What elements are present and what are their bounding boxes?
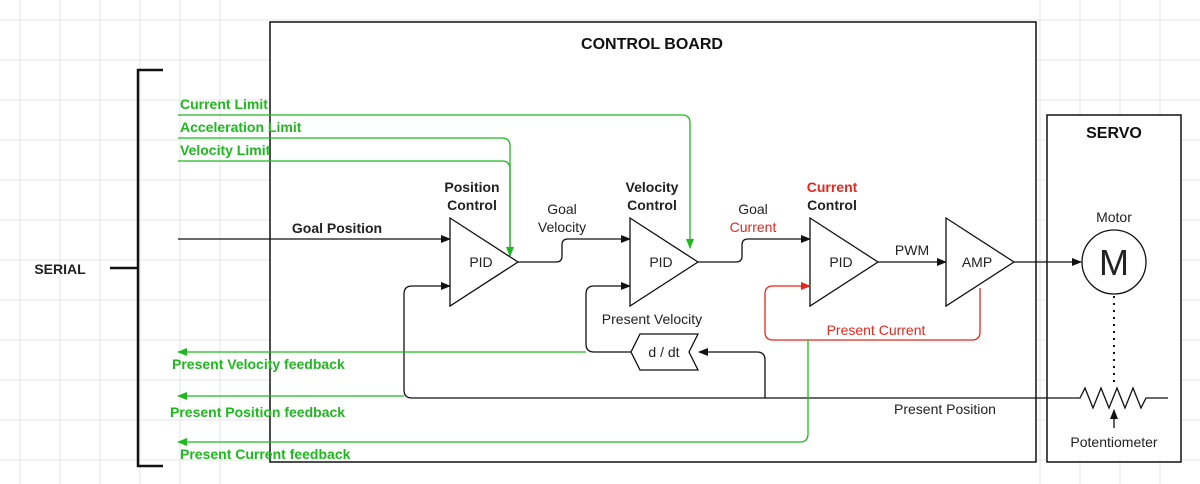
pwm-label: PWM [895,242,929,258]
position-control-title-2: Control [447,197,497,213]
serial-label: SERIAL [34,261,86,277]
velocity-control-title-2: Control [627,197,677,213]
current-control-title-1: Current [807,179,858,195]
present-current-feedback-label: Present Current feedback [180,446,351,462]
current-limit-label: Current Limit [180,96,268,112]
current-control-title-2: Control [807,197,857,213]
present-position-label: Present Position [894,401,996,417]
position-to-derivative-line [698,348,766,398]
velocity-pid-symbol: PID [649,254,672,270]
present-current-loop-line [764,282,981,341]
potentiometer-label: Potentiometer [1070,434,1157,450]
servo-box [1046,114,1182,463]
motor-circle [1081,229,1147,295]
derivative-symbol: d / dt [648,344,679,360]
velocity-limit-label: Velocity Limit [180,142,271,158]
position-control-title-1: Position [444,179,499,195]
servo-title: SERVO [1086,125,1142,142]
position-pid-block [449,216,520,308]
goal-velocity-label-1: Goal [547,201,577,217]
goal-velocity-line [518,235,631,263]
serial-bracket [110,68,163,468]
goal-current-label-1: Goal [738,201,768,217]
position-pid-symbol: PID [469,254,492,270]
velocity-pid-block [629,216,700,308]
amp-block [945,216,1016,308]
motor-label: Motor [1096,209,1132,225]
present-velocity-feedback-line [585,282,631,353]
motor-symbol: M [1099,242,1129,283]
present-current-feedback-output-line [177,340,809,446]
current-pid-symbol: PID [829,254,852,270]
goal-current-line [698,235,811,263]
velocity-control-title-1: Velocity [626,179,679,195]
goal-current-label-2: Current [730,219,777,235]
goal-velocity-label-2: Velocity [538,219,586,235]
control-board-title: CONTROL BOARD [581,36,723,53]
goal-position-label: Goal Position [292,220,382,236]
current-pid-block [809,216,880,308]
present-velocity-label: Present Velocity [602,311,702,327]
potentiometer-resistor [1060,386,1168,410]
amp-symbol: AMP [962,254,992,270]
current-limit-line [178,114,694,249]
present-current-label: Present Current [827,322,926,338]
acceleration-limit-line [178,137,511,256]
acceleration-limit-label: Acceleration Limit [180,119,302,135]
present-position-feedback-label: Present Position feedback [170,404,345,420]
present-velocity-feedback-label: Present Velocity feedback [172,356,345,372]
velocity-limit-line [178,160,514,257]
present-position-feedback-line [403,282,1060,399]
